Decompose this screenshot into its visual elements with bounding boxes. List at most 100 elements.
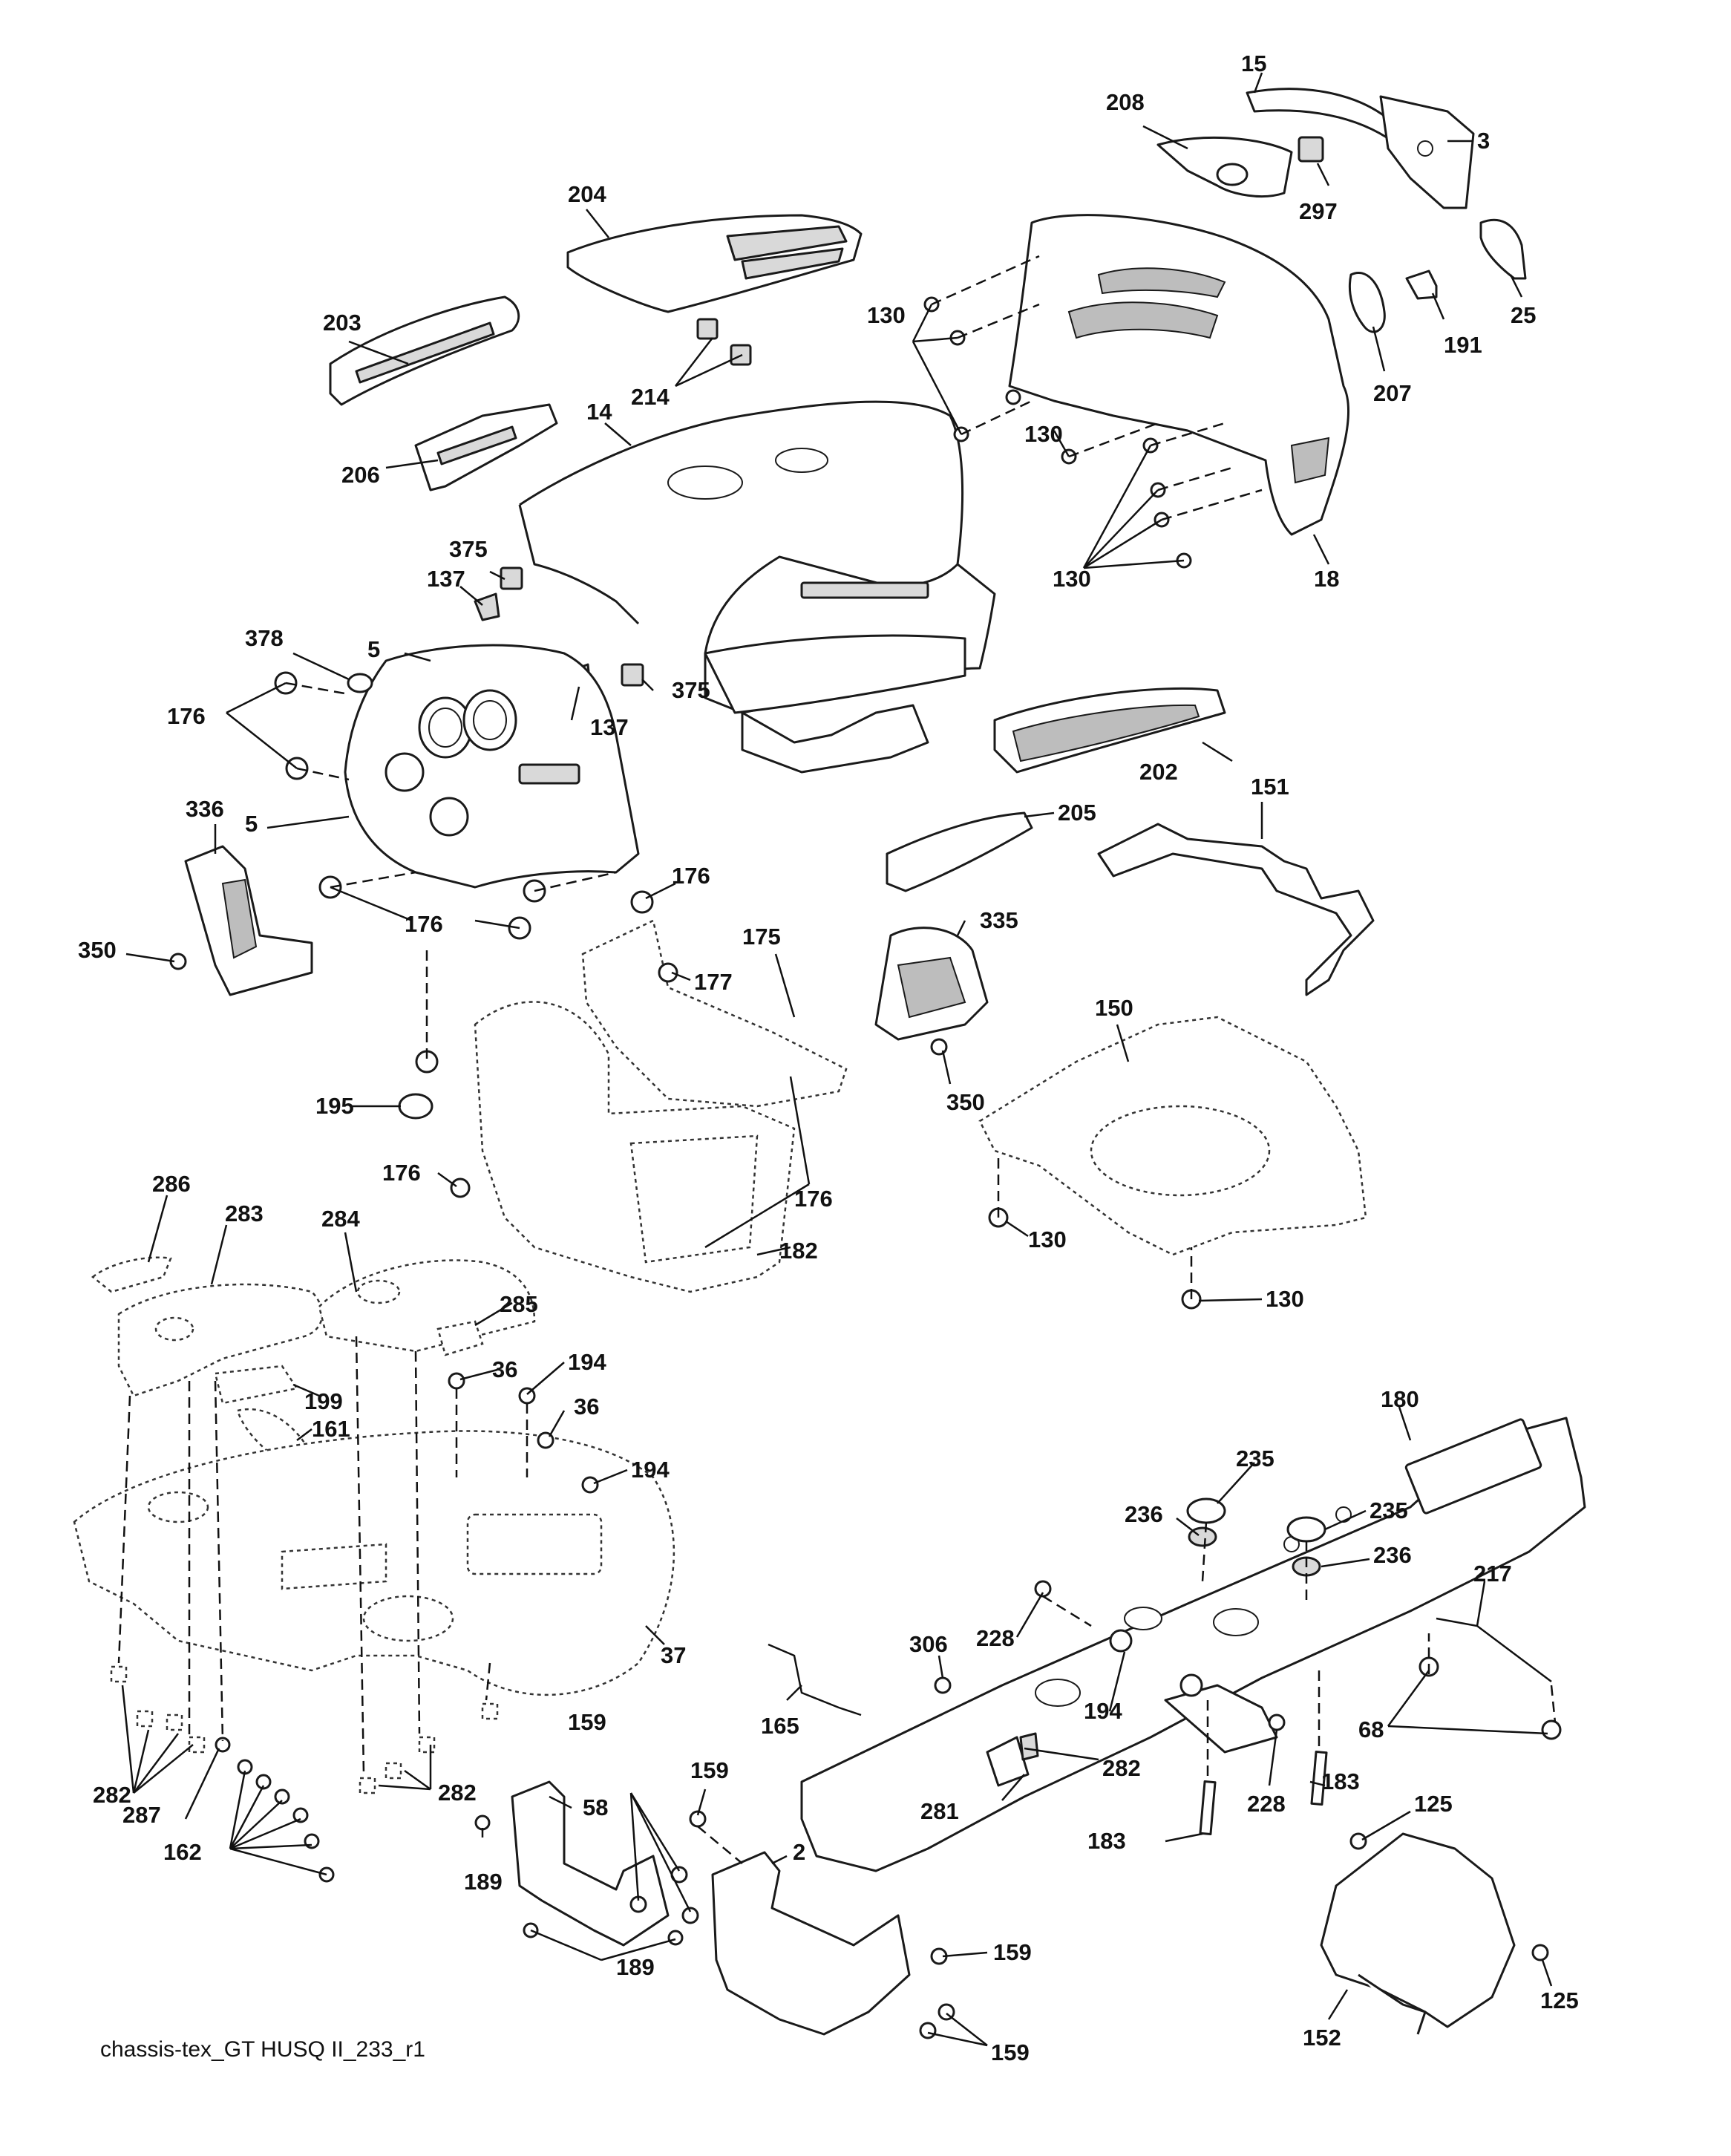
callout-350-b: 350 <box>946 1089 985 1115</box>
callout-130-d: 130 <box>1028 1226 1067 1252</box>
callout-306: 306 <box>909 1631 948 1657</box>
callout-281-b: 125 <box>1540 1987 1579 2013</box>
part-335-side-cover <box>874 927 989 1041</box>
part-150-pan <box>978 1016 1367 1256</box>
callout-36-b: 36 <box>574 1394 599 1420</box>
callout-25: 25 <box>1511 302 1536 328</box>
callout-205: 205 <box>1058 800 1096 826</box>
part-175-support <box>581 919 848 1108</box>
callout-375-b: 375 <box>672 677 710 703</box>
part-284-cover <box>318 1259 536 1353</box>
part-336-side-cover <box>184 845 313 996</box>
callout-283: 283 <box>225 1200 264 1226</box>
callout-281-a: 125 <box>1414 1791 1453 1817</box>
part-208-headlight-bracket <box>1156 136 1293 198</box>
callout-284: 284 <box>321 1206 360 1232</box>
part-191-clip <box>1405 270 1438 300</box>
callout-162: 162 <box>163 1839 202 1865</box>
part-214-clips <box>696 318 752 366</box>
part-378-cap <box>347 673 373 693</box>
callout-130-e: 130 <box>1266 1286 1304 1312</box>
callout-176-d: 176 <box>382 1160 421 1186</box>
callout-195: 195 <box>315 1093 354 1119</box>
callout-207: 207 <box>1373 380 1412 406</box>
part-3-side-panel <box>1379 95 1475 209</box>
part-207-light-housing <box>1348 272 1386 333</box>
part-297-clip <box>1298 136 1324 163</box>
callout-159-c: 159 <box>993 1939 1032 1965</box>
part-37-fender <box>73 1430 675 1696</box>
callout-130-a: 130 <box>867 302 906 328</box>
part-14-hood <box>518 400 996 774</box>
callout-183-b: 183 <box>1087 1828 1126 1854</box>
callout-214: 214 <box>631 384 670 410</box>
callout-176-e: 176 <box>794 1186 833 1212</box>
part-206-panel <box>414 403 558 491</box>
callout-37: 37 <box>661 1642 686 1668</box>
diagram-caption: chassis-tex_GT HUSQ II_233_r1 <box>100 2037 425 2062</box>
callout-189-b: 189 <box>616 1954 655 1980</box>
part-306-nut <box>934 1676 952 1694</box>
part-204-hood-insert <box>566 214 863 313</box>
callout-125: 281 <box>920 1798 959 1824</box>
part-375-tab <box>500 566 644 687</box>
callout-208: 208 <box>1106 89 1145 115</box>
part-281-152-cover <box>1320 1832 1549 2035</box>
part-5-dash-console <box>344 644 640 889</box>
callout-287: 287 <box>122 1802 161 1828</box>
callout-2: 2 <box>793 1839 805 1865</box>
callout-15: 15 <box>1241 50 1266 76</box>
callout-285: 285 <box>500 1291 538 1317</box>
callout-130-b: 130 <box>1024 421 1063 447</box>
callout-335: 335 <box>980 907 1018 933</box>
callout-378: 378 <box>245 625 284 651</box>
part-165-link <box>768 1643 862 1716</box>
callout-183-a: 183 <box>1321 1768 1360 1794</box>
part-217-rod <box>1436 1617 1552 1682</box>
callout-206: 206 <box>341 462 380 488</box>
callout-350-a: 350 <box>78 937 117 963</box>
callout-236-a: 236 <box>1125 1501 1163 1527</box>
callout-375-a: 375 <box>449 536 488 562</box>
callout-194-a: 194 <box>568 1349 606 1375</box>
part-195-plug <box>398 1093 433 1120</box>
callout-137-b: 137 <box>590 714 629 740</box>
callout-165: 165 <box>761 1713 799 1739</box>
callout-159-b: 159 <box>690 1757 729 1783</box>
callout-204: 204 <box>568 181 606 207</box>
callout-202: 202 <box>1139 759 1178 785</box>
callout-137-a: 137 <box>427 566 465 592</box>
callout-146: 282 <box>1102 1755 1141 1781</box>
part-177-grommet <box>658 962 678 983</box>
callout-235-a: 235 <box>1236 1446 1274 1471</box>
part-58-bracket <box>511 1780 670 1947</box>
callout-58: 58 <box>583 1794 608 1820</box>
callout-130-c: 130 <box>1053 566 1091 592</box>
part-18-front-nose <box>1008 214 1350 536</box>
part-146-125-brackets <box>986 1732 1039 1787</box>
callout-203: 203 <box>323 310 361 336</box>
callout-228-b: 228 <box>1247 1791 1286 1817</box>
callout-194-c: 194 <box>1084 1698 1122 1724</box>
part-285-pad <box>436 1320 484 1356</box>
callout-286: 286 <box>152 1171 191 1197</box>
part-162-287-screws <box>215 1737 335 1883</box>
part-350-screw-right <box>930 1038 948 1056</box>
part-25-trim-right <box>1479 218 1527 280</box>
part-130-screws <box>923 296 1202 1310</box>
callout-182: 182 <box>779 1238 818 1264</box>
callout-161: 161 <box>312 1416 350 1442</box>
callout-68: 68 <box>1358 1716 1384 1742</box>
callout-194-b: 194 <box>631 1457 670 1483</box>
part-202-lower-grille <box>993 687 1226 774</box>
callout-159-a: 159 <box>568 1709 606 1735</box>
callout-3: 3 <box>1477 128 1490 154</box>
callout-189-a: 189 <box>464 1869 503 1895</box>
callout-282-a: 282 <box>93 1782 131 1808</box>
callout-228-a: 228 <box>976 1625 1015 1651</box>
callout-180: 180 <box>1381 1386 1419 1412</box>
callout-18: 18 <box>1314 566 1339 592</box>
leader-lines <box>121 72 1553 2047</box>
part-36-194-hardware <box>448 1372 599 1494</box>
